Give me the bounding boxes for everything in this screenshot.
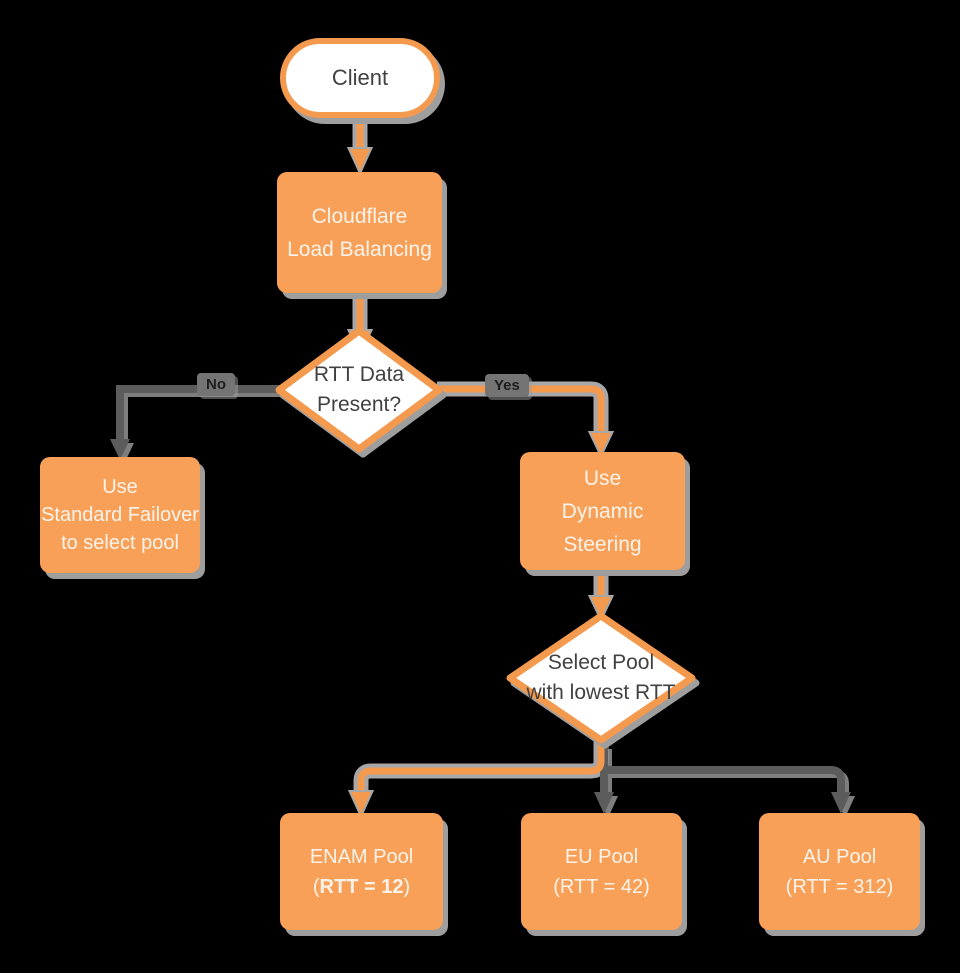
standard-failover-line2: Standard Failover xyxy=(41,504,199,526)
node-cloudflare-load-balancing: Cloudflare Load Balancing xyxy=(277,172,442,293)
gray-edges xyxy=(110,385,851,814)
edge-decision-to-standard-failover xyxy=(116,385,282,441)
orange-edges xyxy=(346,116,615,819)
node-eu-pool: EU Pool (RTT = 42) xyxy=(521,813,682,930)
node-cloudflare-line2: Load Balancing xyxy=(287,237,432,261)
dynamic-steering-line2: Dynamic Steering xyxy=(561,499,644,556)
node-rtt-decision: RTT Data Present? xyxy=(272,324,446,456)
au-paren-close: ) xyxy=(886,875,894,898)
au-rtt-value: RTT = 312 xyxy=(792,875,887,898)
rtt-decision-line1: RTT Data xyxy=(313,363,405,386)
au-pool-rtt: (RTT = 312) xyxy=(786,872,894,902)
rtt-decision-shape xyxy=(275,327,443,453)
enam-paren-close: ) xyxy=(403,875,411,898)
eu-paren-open: ( xyxy=(553,875,560,898)
edge-label-yes: Yes xyxy=(485,374,529,397)
au-pool-name: AU Pool xyxy=(802,845,877,868)
rtt-decision-text: RTT Data Present? xyxy=(272,324,446,456)
node-cloudflare-line1: Cloudflare xyxy=(311,204,408,228)
arrowhead-eu-pool xyxy=(594,792,614,814)
node-enam-pool: ENAM Pool (RTT = 12) xyxy=(280,813,443,930)
arrowhead-select-pool xyxy=(587,595,615,623)
eu-rtt-value: RTT = 42 xyxy=(559,875,644,898)
edge-label-no: No xyxy=(197,373,235,396)
edge-selectpool-to-enam xyxy=(357,739,605,793)
node-au-pool: AU Pool (RTT = 312) xyxy=(759,813,920,930)
eu-pool-rtt: (RTT = 42) xyxy=(553,872,650,902)
node-dynamic-steering: Use Dynamic Steering xyxy=(520,452,685,570)
eu-pool-name: EU Pool xyxy=(564,845,639,868)
arrowhead-standard-failover xyxy=(110,439,130,460)
enam-rtt-value: RTT = 12 xyxy=(319,875,404,898)
node-client-label: Client xyxy=(331,65,389,90)
standard-failover-line1: Use xyxy=(102,476,138,498)
node-select-pool-decision: Select Pool with lowest RTT xyxy=(504,610,698,746)
node-client: Client xyxy=(280,38,440,118)
edge-selectpool-to-au xyxy=(601,766,845,793)
arrowhead-au-pool xyxy=(831,792,851,814)
select-pool-shape xyxy=(506,612,696,744)
select-pool-text: Select Pool with lowest RTT xyxy=(504,610,698,746)
enam-pool-name: ENAM Pool xyxy=(309,845,414,868)
select-pool-line1: Select Pool xyxy=(547,651,655,674)
enam-paren-open: ( xyxy=(312,875,320,898)
node-standard-failover: Use Standard Failover to select pool xyxy=(40,457,200,573)
standard-failover-line3: to select pool xyxy=(61,532,179,554)
au-paren-open: ( xyxy=(785,875,793,898)
enam-pool-rtt: (RTT = 12) xyxy=(313,872,410,902)
arrowhead-dynamic-steering xyxy=(587,431,615,459)
edge-decision-to-dynamic-steering xyxy=(437,385,605,434)
arrowhead-loadbalancer xyxy=(346,147,374,176)
arrowhead-enam-pool xyxy=(347,790,375,819)
dynamic-steering-line1: Use xyxy=(583,466,622,490)
select-pool-line2: with lowest RTT xyxy=(526,681,676,704)
eu-paren-close: ) xyxy=(643,875,650,898)
halo-select-enam xyxy=(353,739,609,795)
rtt-decision-line2: Present? xyxy=(316,393,402,416)
